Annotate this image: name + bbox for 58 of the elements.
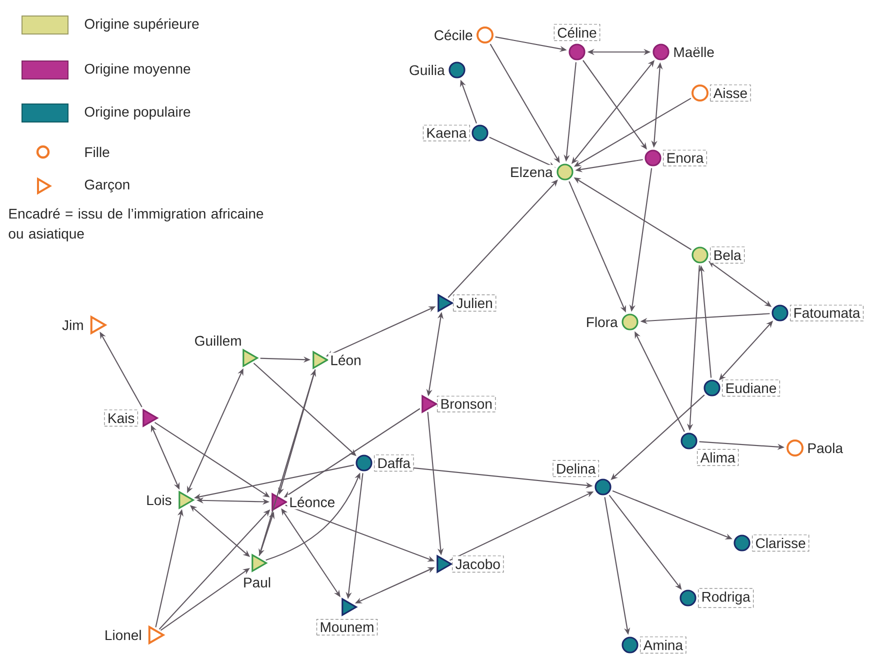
name-label: Flora xyxy=(584,314,620,330)
circle-symbol xyxy=(734,534,750,552)
name-box: Mounem xyxy=(316,619,378,636)
name-label: Paola xyxy=(805,440,846,456)
name-box: Céline xyxy=(554,24,600,41)
name-label: Guilia xyxy=(407,62,447,78)
circle-symbol xyxy=(704,380,720,396)
circle-symbol xyxy=(652,44,670,60)
name-label: Lionel xyxy=(102,628,144,642)
name-box: Daffa xyxy=(374,454,414,472)
circle-symbol xyxy=(472,124,488,142)
name-box: Jacobo xyxy=(452,556,504,572)
circle-symbol xyxy=(448,62,466,78)
name-label: Jim xyxy=(60,318,86,332)
name-label: Elzena xyxy=(508,164,555,180)
circle-symbol xyxy=(692,84,708,102)
circle-symbol xyxy=(568,44,586,60)
legend-label: Origine populaire xyxy=(84,106,190,120)
circle-symbol xyxy=(692,246,708,264)
node-label: Léon xyxy=(331,354,360,366)
circle-symbol xyxy=(680,432,698,450)
node-label: Elzena xyxy=(511,166,553,178)
name-box: Amina xyxy=(640,636,686,654)
name-label: Léonce xyxy=(287,494,338,510)
legend-label: Fille xyxy=(85,146,110,158)
circle-symbol xyxy=(594,478,612,496)
name-label: Léon xyxy=(328,352,364,368)
circle-symbol xyxy=(556,164,574,180)
circle-symbol xyxy=(356,454,372,472)
name-box: Bronson xyxy=(437,396,496,412)
name-box: Julien xyxy=(453,294,496,312)
node-label: Léonce xyxy=(290,496,335,508)
circle-symbol xyxy=(622,314,638,330)
name-box: Kais xyxy=(104,410,138,426)
circle-symbol xyxy=(476,26,494,44)
note: Encadré = issu de l’immigration africaine ou asiatique xyxy=(8,208,264,242)
name-box: Fatoumata xyxy=(790,304,864,322)
name-label: Maëlle xyxy=(671,44,716,60)
legend-label: Origine moyenne xyxy=(84,63,190,77)
circle-symbol xyxy=(644,150,662,166)
name-box: Eudiane xyxy=(722,380,780,396)
name-label: Lois xyxy=(144,492,174,508)
name-box: Alima xyxy=(697,449,739,466)
circle-symbol xyxy=(786,440,804,456)
name-label: Guillem xyxy=(192,334,244,348)
circle-symbol xyxy=(622,636,638,654)
name-label: Cécile xyxy=(432,28,475,42)
name-box: Bela xyxy=(710,246,745,264)
name-box: Clarisse xyxy=(752,534,810,552)
circle-symbol xyxy=(772,304,788,322)
name-box: Enora xyxy=(663,150,707,166)
name-box: Delina xyxy=(552,460,599,477)
name-label: Paul xyxy=(241,575,274,590)
name-box: Rodriga xyxy=(698,588,754,608)
circle-symbol xyxy=(680,590,696,606)
legend-label: Origine supérieure xyxy=(84,18,199,32)
legend-label: Garçon xyxy=(84,180,130,192)
name-box: Kaena xyxy=(422,124,470,142)
